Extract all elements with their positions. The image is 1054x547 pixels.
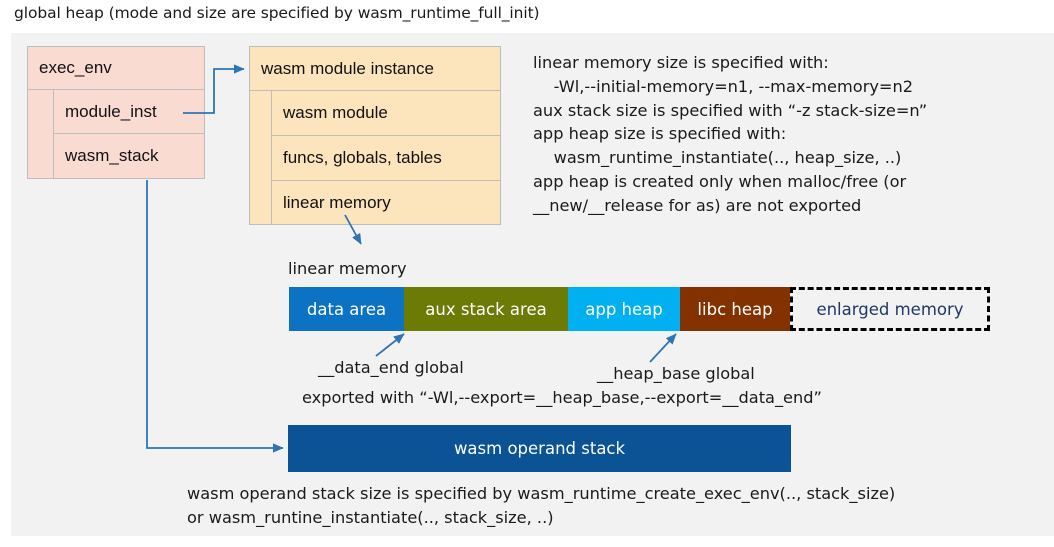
exec-env-row-module-inst: module_inst (54, 90, 204, 134)
funcs-globals-tables-label: funcs, globals, tables (283, 148, 442, 167)
memory-segment-app-heap: app heap (568, 287, 680, 331)
wasm-module-instance-header: wasm module instance (250, 47, 500, 91)
linear-memory-bar: data area aux stack area app heap libc heap… (289, 287, 990, 331)
memory-segment-label: aux stack area (425, 299, 547, 319)
wasm-module-instance-header-label: wasm module instance (261, 58, 434, 78)
linear-memory-notes: linear memory size is specified with: -W… (533, 53, 928, 215)
linear-memory-row-label: linear memory (283, 192, 391, 212)
exec-env-box: exec_env module_inst wasm_stack (27, 46, 205, 179)
memory-segment-enlarged-memory: enlarged memory (790, 287, 990, 331)
exec-env-header-label: exec_env (39, 58, 112, 77)
page-title: global heap (mode and size are specified… (14, 4, 540, 22)
memory-segment-label: app heap (585, 299, 663, 319)
module-inst-label: module_inst (65, 101, 157, 121)
exec-env-row-wasm-stack: wasm_stack (54, 134, 204, 178)
wasm-module-instance-row-funcs: funcs, globals, tables (272, 136, 500, 181)
wasm-module-instance-gutter (250, 91, 272, 224)
wasm-stack-label: wasm_stack (65, 146, 159, 165)
memory-segment-label: enlarged memory (816, 299, 964, 319)
exported-annotation: exported with “-Wl,--export=__heap_base,… (302, 388, 822, 407)
memory-segment-aux-stack-area: aux stack area (404, 287, 568, 331)
exec-env-header: exec_env (28, 47, 204, 90)
memory-segment-data-area: data area (289, 287, 404, 331)
operand-stack-notes: wasm operand stack size is specified by … (187, 484, 896, 527)
linear-memory-caption: linear memory (288, 259, 407, 278)
data-end-annotation: __data_end global (318, 358, 464, 377)
wasm-module-instance-row-wasm-module: wasm module (272, 91, 500, 136)
memory-segment-libc-heap: libc heap (680, 287, 790, 331)
wasm-operand-stack-label: wasm operand stack (453, 439, 626, 458)
wasm-module-instance-box: wasm module instance wasm module funcs, … (249, 46, 501, 225)
wasm-operand-stack-box: wasm operand stack (288, 425, 791, 472)
wasm-module-label: wasm module (283, 103, 388, 122)
memory-segment-label: libc heap (697, 299, 773, 319)
heap-base-annotation: __heap_base global (597, 364, 755, 383)
memory-segment-label: data area (306, 299, 387, 319)
wasm-module-instance-row-linear-memory: linear memory (272, 181, 500, 224)
exec-env-gutter (28, 90, 54, 178)
